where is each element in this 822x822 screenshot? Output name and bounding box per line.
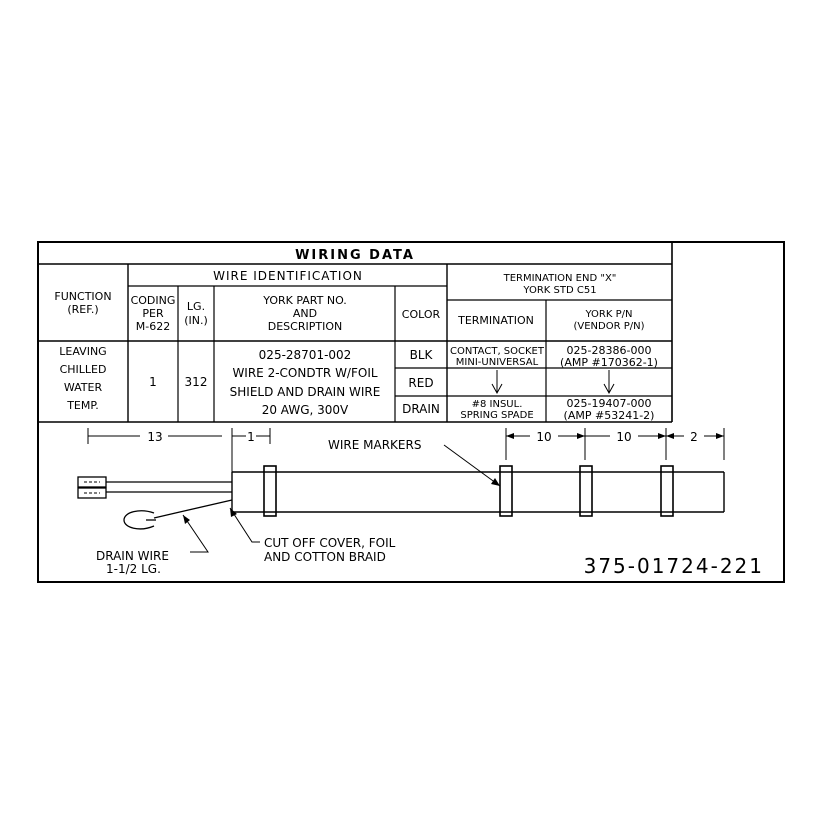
coding-header-line-2: PER	[142, 307, 164, 320]
coding-header-line-3: M-622	[136, 320, 170, 333]
function-line-2: CHILLED	[60, 363, 107, 376]
part-number: 025-28701-002	[259, 348, 352, 362]
york-pn-2-line-2: (AMP #53241-2)	[564, 409, 655, 422]
dimension-13: 13	[87, 428, 222, 444]
dim-2-label: 2	[690, 430, 698, 444]
termination-1-line-1: CONTACT, SOCKET	[450, 346, 545, 357]
cable-drawing: 13 1 10 10 2	[77, 428, 764, 578]
function-line-1: LEAVING	[59, 345, 106, 358]
york-pn-1-line-2: (AMP #170362-1)	[560, 356, 658, 369]
coding-value: 1	[149, 375, 157, 389]
termination-1-line-2: MINI-UNIVERSAL	[456, 357, 539, 368]
drain-wire-label-line-1: DRAIN WIRE	[96, 549, 169, 563]
description-line-2: SHIELD AND DRAIN WIRE	[230, 385, 381, 399]
coding-header-line-1: CODING	[131, 294, 176, 307]
same-as-arrow-york-pn	[603, 370, 615, 395]
dim-10b-label: 10	[616, 430, 631, 444]
cut-off-label-line-2: AND COTTON BRAID	[264, 550, 386, 564]
york-pn-header-line-1: YORK P/N	[585, 309, 633, 320]
wire-markers-label: WIRE MARKERS	[328, 438, 421, 452]
function-line-4: TEMP.	[66, 399, 99, 412]
conductor-wires	[106, 481, 232, 493]
termination-header: TERMINATION	[457, 314, 534, 327]
wiring-data-table: WIRING DATA WIRE IDENTIFICATION FUNCTION…	[38, 242, 673, 423]
termination-2-line-2: SPRING SPADE	[460, 410, 533, 421]
termination-end-line-2: YORK STD C51	[522, 285, 596, 296]
color-header: COLOR	[402, 308, 441, 321]
socket-contact-lower	[77, 487, 107, 499]
length-value: 312	[185, 375, 208, 389]
york-pn-2-line-1: 025-19407-000	[567, 397, 652, 410]
wire-marker-band-2	[499, 465, 513, 517]
part-header-line-3: DESCRIPTION	[268, 320, 342, 333]
function-line-3: WATER	[64, 381, 103, 394]
sheet-frame	[37, 241, 785, 583]
cable-jacket	[231, 471, 725, 513]
dimension-10-10-2: 10 10 2	[505, 428, 725, 460]
color-red: RED	[408, 376, 433, 390]
function-header-line-1: FUNCTION	[54, 290, 111, 303]
wire-identification-header: WIRE IDENTIFICATION	[213, 269, 363, 283]
table-title: WIRING DATA	[295, 248, 415, 263]
same-as-arrow-termination	[491, 370, 503, 395]
socket-contact-upper	[77, 476, 107, 488]
function-header-line-2: (REF.)	[67, 303, 98, 316]
dim-13-label: 13	[147, 430, 162, 444]
part-header-line-2: AND	[293, 307, 317, 320]
york-pn-1-line-1: 025-28386-000	[567, 344, 652, 357]
part-header-line-1: YORK PART NO.	[262, 294, 347, 307]
dim-10a-label: 10	[536, 430, 551, 444]
wire-marker-band-1	[263, 465, 277, 517]
lg-header-line-1: LG.	[187, 300, 205, 313]
york-pn-header-line-2: (VENDOR P/N)	[573, 321, 644, 332]
cut-off-label-line-1: CUT OFF COVER, FOIL	[264, 536, 396, 550]
color-drain: DRAIN	[402, 402, 440, 416]
drawing-number: 375-01724-221	[584, 554, 764, 578]
wire-marker-band-3	[579, 465, 593, 517]
wire-marker-band-4	[660, 465, 674, 517]
color-blk: BLK	[410, 348, 434, 362]
termination-2-line-1: #8 INSUL.	[472, 399, 523, 410]
description-line-1: WIRE 2-CONDTR W/FOIL	[232, 366, 377, 380]
termination-end-line-1: TERMINATION END "X"	[503, 273, 617, 284]
drain-wire	[123, 499, 233, 530]
drain-wire-label-line-2: 1-1/2 LG.	[106, 562, 161, 576]
lg-header-line-2: (IN.)	[184, 314, 208, 327]
dim-1-label: 1	[247, 430, 255, 444]
description-line-3: 20 AWG, 300V	[262, 403, 349, 417]
